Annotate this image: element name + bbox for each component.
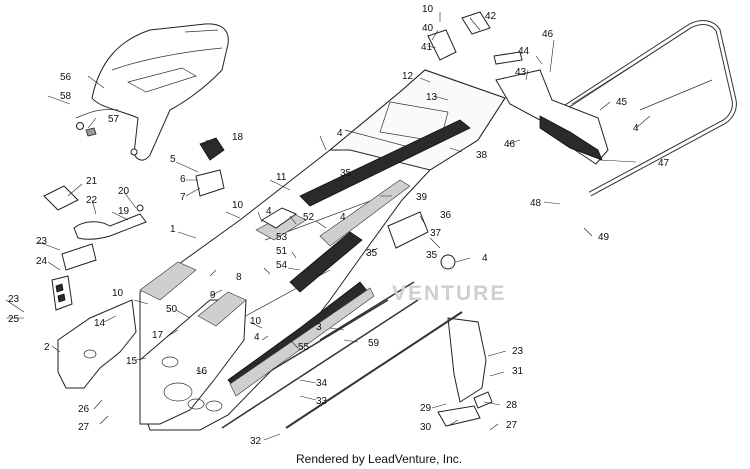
- callout-15: 15: [126, 356, 138, 367]
- callout-43: 43: [515, 67, 527, 78]
- running-board-decal-part[interactable]: [227, 119, 471, 397]
- callout-45: 45: [616, 97, 628, 108]
- callout-5: 5: [170, 154, 176, 165]
- callout-25: 25: [8, 314, 20, 325]
- callout-46: 46: [542, 29, 554, 40]
- callout-51: 51: [276, 246, 288, 257]
- callout-54: 54: [276, 260, 288, 271]
- callout-46: 46: [504, 139, 516, 150]
- footer-credit: Rendered by LeadVenture, Inc.: [296, 452, 463, 466]
- rear-bracket-part[interactable]: [427, 11, 523, 65]
- callout-35: 35: [366, 248, 378, 259]
- callout-12: 12: [402, 71, 414, 82]
- callout-1: 1: [170, 224, 176, 235]
- callout-33: 33: [316, 396, 328, 407]
- callout-4: 4: [482, 253, 488, 264]
- callout-41: 41: [421, 42, 433, 53]
- callout-22: 22: [86, 195, 98, 206]
- callout-10: 10: [422, 4, 434, 15]
- callout-57: 57: [108, 114, 120, 125]
- side-panel-part[interactable]: [57, 299, 247, 425]
- leader-lines: [5, 12, 651, 441]
- callout-19: 19: [118, 206, 130, 217]
- callout-38: 38: [476, 150, 488, 161]
- callout-2: 2: [44, 342, 50, 353]
- callout-4: 4: [254, 332, 260, 343]
- side-components-part[interactable]: [43, 137, 225, 311]
- callout-4: 4: [266, 206, 272, 217]
- callout-44: 44: [518, 46, 530, 57]
- callout-49: 49: [598, 232, 610, 243]
- watermark-text: VENTURE: [392, 282, 507, 305]
- callout-29: 29: [420, 403, 432, 414]
- callout-59: 59: [368, 338, 380, 349]
- callout-16: 16: [196, 366, 208, 377]
- callout-21: 21: [86, 176, 98, 187]
- seat-fastener-part[interactable]: [76, 122, 138, 156]
- callout-10: 10: [112, 288, 124, 299]
- callout-36: 36: [440, 210, 452, 221]
- callout-26: 26: [78, 404, 90, 415]
- foot-grip-pad-part[interactable]: [139, 207, 307, 327]
- callout-23: 23: [8, 294, 20, 305]
- callout-8: 8: [236, 272, 242, 283]
- callout-23: 23: [512, 346, 524, 357]
- callout-17: 17: [152, 330, 164, 341]
- callout-20: 20: [118, 186, 130, 197]
- callout-11: 11: [276, 172, 287, 183]
- callout-3: 3: [316, 322, 322, 333]
- callout-55: 55: [298, 342, 310, 353]
- callout-10: 10: [250, 316, 262, 327]
- callout-39: 39: [416, 192, 428, 203]
- snow-flap-part[interactable]: [495, 69, 609, 165]
- callout-37: 37: [430, 228, 442, 239]
- callout-18: 18: [232, 132, 244, 143]
- rail-part[interactable]: [221, 281, 463, 429]
- callout-9: 9: [210, 290, 216, 301]
- callout-13: 13: [426, 92, 438, 103]
- callout-4: 4: [337, 128, 343, 139]
- callout-4: 4: [633, 123, 639, 134]
- callout-53: 53: [276, 232, 288, 243]
- seat-part[interactable]: [75, 23, 229, 161]
- callout-42: 42: [485, 11, 497, 22]
- right-bracket-part[interactable]: [387, 211, 493, 427]
- callout-35: 35: [426, 250, 438, 261]
- callout-6: 6: [180, 174, 186, 185]
- callout-32: 32: [250, 436, 262, 447]
- callout-40: 40: [422, 23, 434, 34]
- callout-34: 34: [316, 378, 328, 389]
- callout-56: 56: [60, 72, 72, 83]
- callout-27: 27: [506, 420, 518, 431]
- callout-30: 30: [420, 422, 432, 433]
- callout-10: 10: [232, 200, 244, 211]
- callout-31: 31: [512, 366, 524, 377]
- callout-58: 58: [60, 91, 72, 102]
- callout-35: 35: [340, 168, 352, 179]
- callout-28: 28: [506, 400, 518, 411]
- callout-27: 27: [78, 422, 90, 433]
- callout-14: 14: [94, 318, 106, 329]
- callout-4: 4: [340, 212, 346, 223]
- callout-labels: 10 40 42 41 46 44 43 12 13 45 4 46 47 56…: [8, 4, 670, 447]
- callout-52: 52: [303, 212, 315, 223]
- callout-47: 47: [658, 158, 670, 169]
- callout-23: 23: [36, 236, 48, 247]
- callout-50: 50: [166, 304, 178, 315]
- callout-7: 7: [180, 192, 186, 203]
- rear-bumper-part[interactable]: [556, 20, 737, 197]
- callout-48: 48: [530, 198, 542, 209]
- callout-24: 24: [36, 256, 48, 267]
